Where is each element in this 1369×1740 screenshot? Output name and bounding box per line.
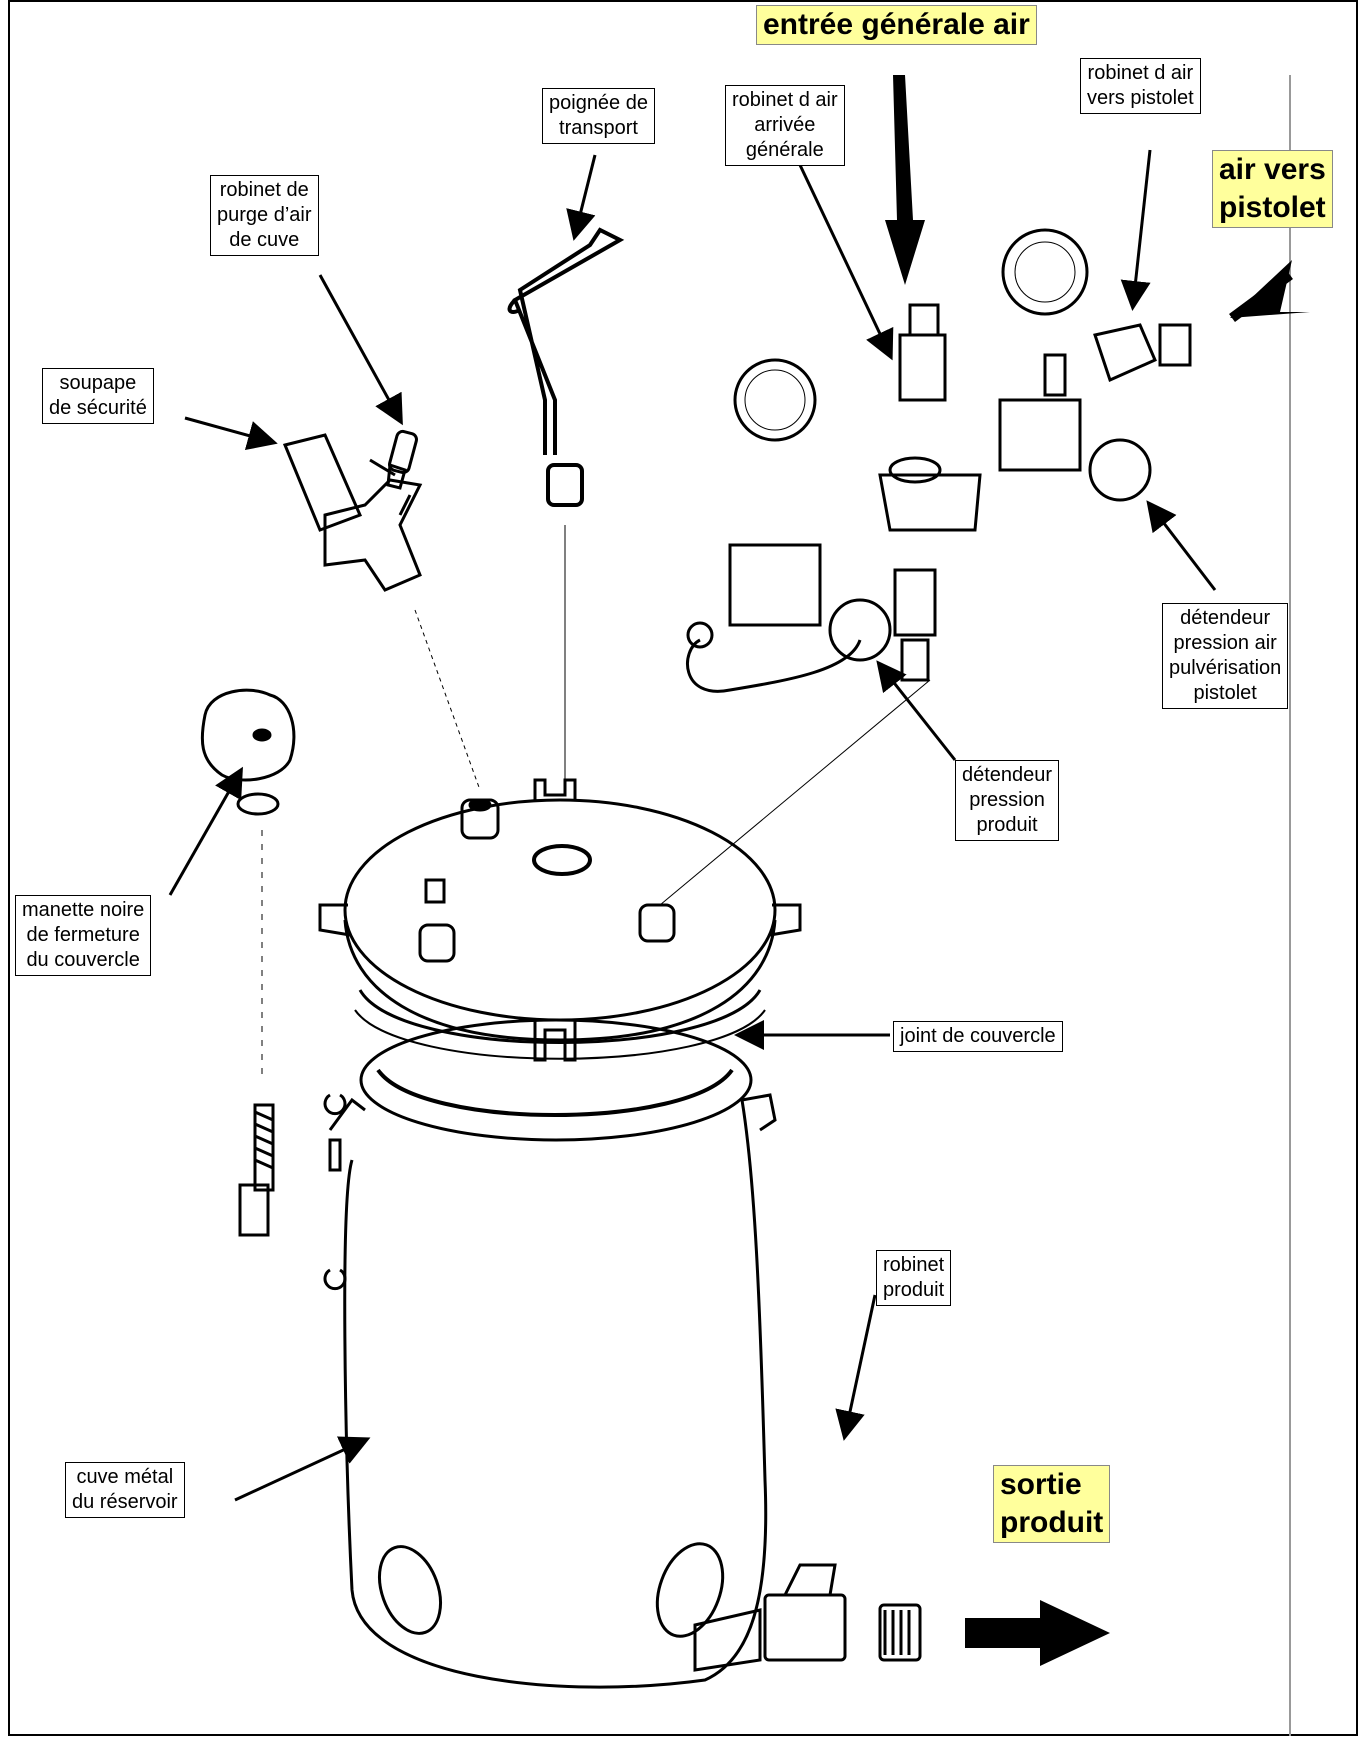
label-detendeur-air: détendeur pression air pulvérisation pis… bbox=[1162, 603, 1289, 709]
black-knob bbox=[200, 688, 347, 1291]
label-robinet-air-vers-pistolet: robinet d air vers pistolet bbox=[1080, 58, 1201, 114]
product-valve bbox=[693, 1563, 922, 1672]
tank-lid bbox=[318, 778, 802, 1062]
safety-valve bbox=[282, 433, 423, 592]
label-manette-noire: manette noire de fermeture du couvercle bbox=[15, 895, 152, 976]
arrow-cuve bbox=[234, 1436, 371, 1502]
label-robinet-produit: robinet produit bbox=[876, 1250, 952, 1306]
arrow-robinet-produit bbox=[835, 1294, 877, 1441]
label-poignee-transport: poignée de transport bbox=[542, 88, 655, 144]
arrow-detendeur-air bbox=[1146, 500, 1217, 591]
label-detendeur-produit: détendeur pression produit bbox=[955, 760, 1060, 841]
arrow-soupape bbox=[184, 416, 278, 451]
purge-valve bbox=[386, 429, 418, 490]
pointer-arrows bbox=[168, 149, 1217, 1502]
label-soupape: soupape de sécurité bbox=[42, 368, 154, 424]
label-robinet-air-arrivee: robinet d air arrivée générale bbox=[725, 85, 845, 166]
label-sortie-produit: sortie produit bbox=[993, 1465, 1111, 1543]
tank-body bbox=[328, 1018, 777, 1689]
label-cuve-metal: cuve métal du réservoir bbox=[65, 1462, 185, 1518]
regulator-assembly bbox=[659, 228, 1192, 906]
label-entree-generale-air: entrée générale air bbox=[756, 5, 1037, 45]
purge-guide bbox=[414, 609, 481, 791]
carry-handle bbox=[507, 227, 625, 507]
arrow-detendeur-produit bbox=[876, 660, 957, 761]
arrow-air-out-shaft bbox=[1229, 270, 1293, 323]
arrow-robinet-air-arrivee bbox=[798, 164, 894, 361]
arrow-product-out bbox=[965, 1600, 1110, 1666]
label-robinet-purge: robinet de purge d’air de cuve bbox=[210, 175, 319, 256]
arrow-purge bbox=[318, 274, 403, 426]
flow-arrows bbox=[885, 75, 1310, 1666]
label-air-vers-pistolet: air vers pistolet bbox=[1212, 150, 1333, 228]
arrow-poignee bbox=[566, 154, 597, 241]
arrow-air-inlet bbox=[885, 75, 925, 285]
arrow-robinet-air-pistolet bbox=[1120, 149, 1152, 311]
arrow-manette bbox=[168, 766, 243, 896]
label-joint-couvercle: joint de couvercle bbox=[893, 1021, 1063, 1052]
